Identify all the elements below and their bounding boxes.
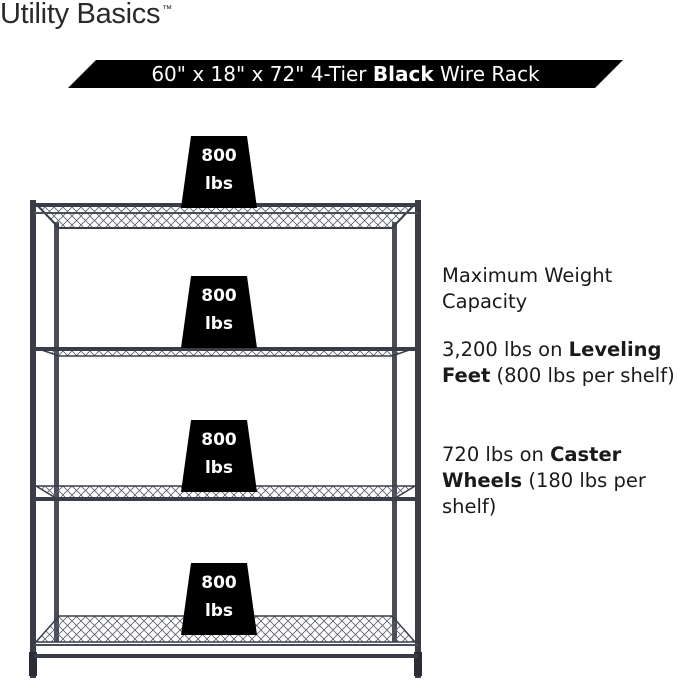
badge-value: 800 xyxy=(201,286,237,306)
brand-name: Utility Basics xyxy=(0,0,161,30)
banner-bold: Black xyxy=(372,62,434,86)
badge-unit: lbs xyxy=(204,314,234,334)
leveling-bold: Leveling Feet xyxy=(442,338,662,387)
shelf-3 xyxy=(33,485,418,501)
badge-value: 800 xyxy=(201,430,237,450)
shelf-2 xyxy=(34,347,418,357)
banner-suffix: Wire Rack xyxy=(433,62,540,86)
banner-prefix: 60" x 18" x 72" 4-Tier xyxy=(151,62,373,86)
casters-pre: 720 lbs on xyxy=(442,443,551,466)
weight-badge-shelf-3: 800 lbs xyxy=(181,420,257,492)
badge-value: 800 xyxy=(201,573,237,593)
badge-unit: lbs xyxy=(204,458,234,478)
rack-posts xyxy=(29,200,422,678)
caster-wheels-capacity: 720 lbs on Caster Wheels (180 lbs per sh… xyxy=(442,442,672,520)
weight-badge-shelf-1: 800 lbs xyxy=(181,136,257,208)
badge-unit: lbs xyxy=(204,601,234,621)
banner-shape xyxy=(68,60,623,88)
capacity-heading: Maximum Weight Capacity xyxy=(442,264,613,313)
casters-post: (180 lbs per shelf) xyxy=(442,469,646,518)
weight-badge-shelf-2: 800 lbs xyxy=(181,276,257,348)
leveling-post: (800 lbs per shelf) xyxy=(490,364,675,387)
casters-bold: Caster Wheels xyxy=(442,443,622,492)
banner-title: 60" x 18" x 72" 4-Tier Black Wire Rack xyxy=(68,60,623,88)
trademark-symbol: ™ xyxy=(162,4,172,15)
weight-badge-shelf-4: 800 lbs xyxy=(181,563,257,635)
leveling-feet-capacity: 3,200 lbs on Leveling Feet (800 lbs per … xyxy=(442,337,679,389)
badge-value: 800 xyxy=(201,146,237,166)
title-banner: 60" x 18" x 72" 4-Tier Black Wire Rack xyxy=(68,60,623,88)
leveling-pre: 3,200 lbs on xyxy=(442,338,569,361)
badge-unit: lbs xyxy=(204,174,234,194)
